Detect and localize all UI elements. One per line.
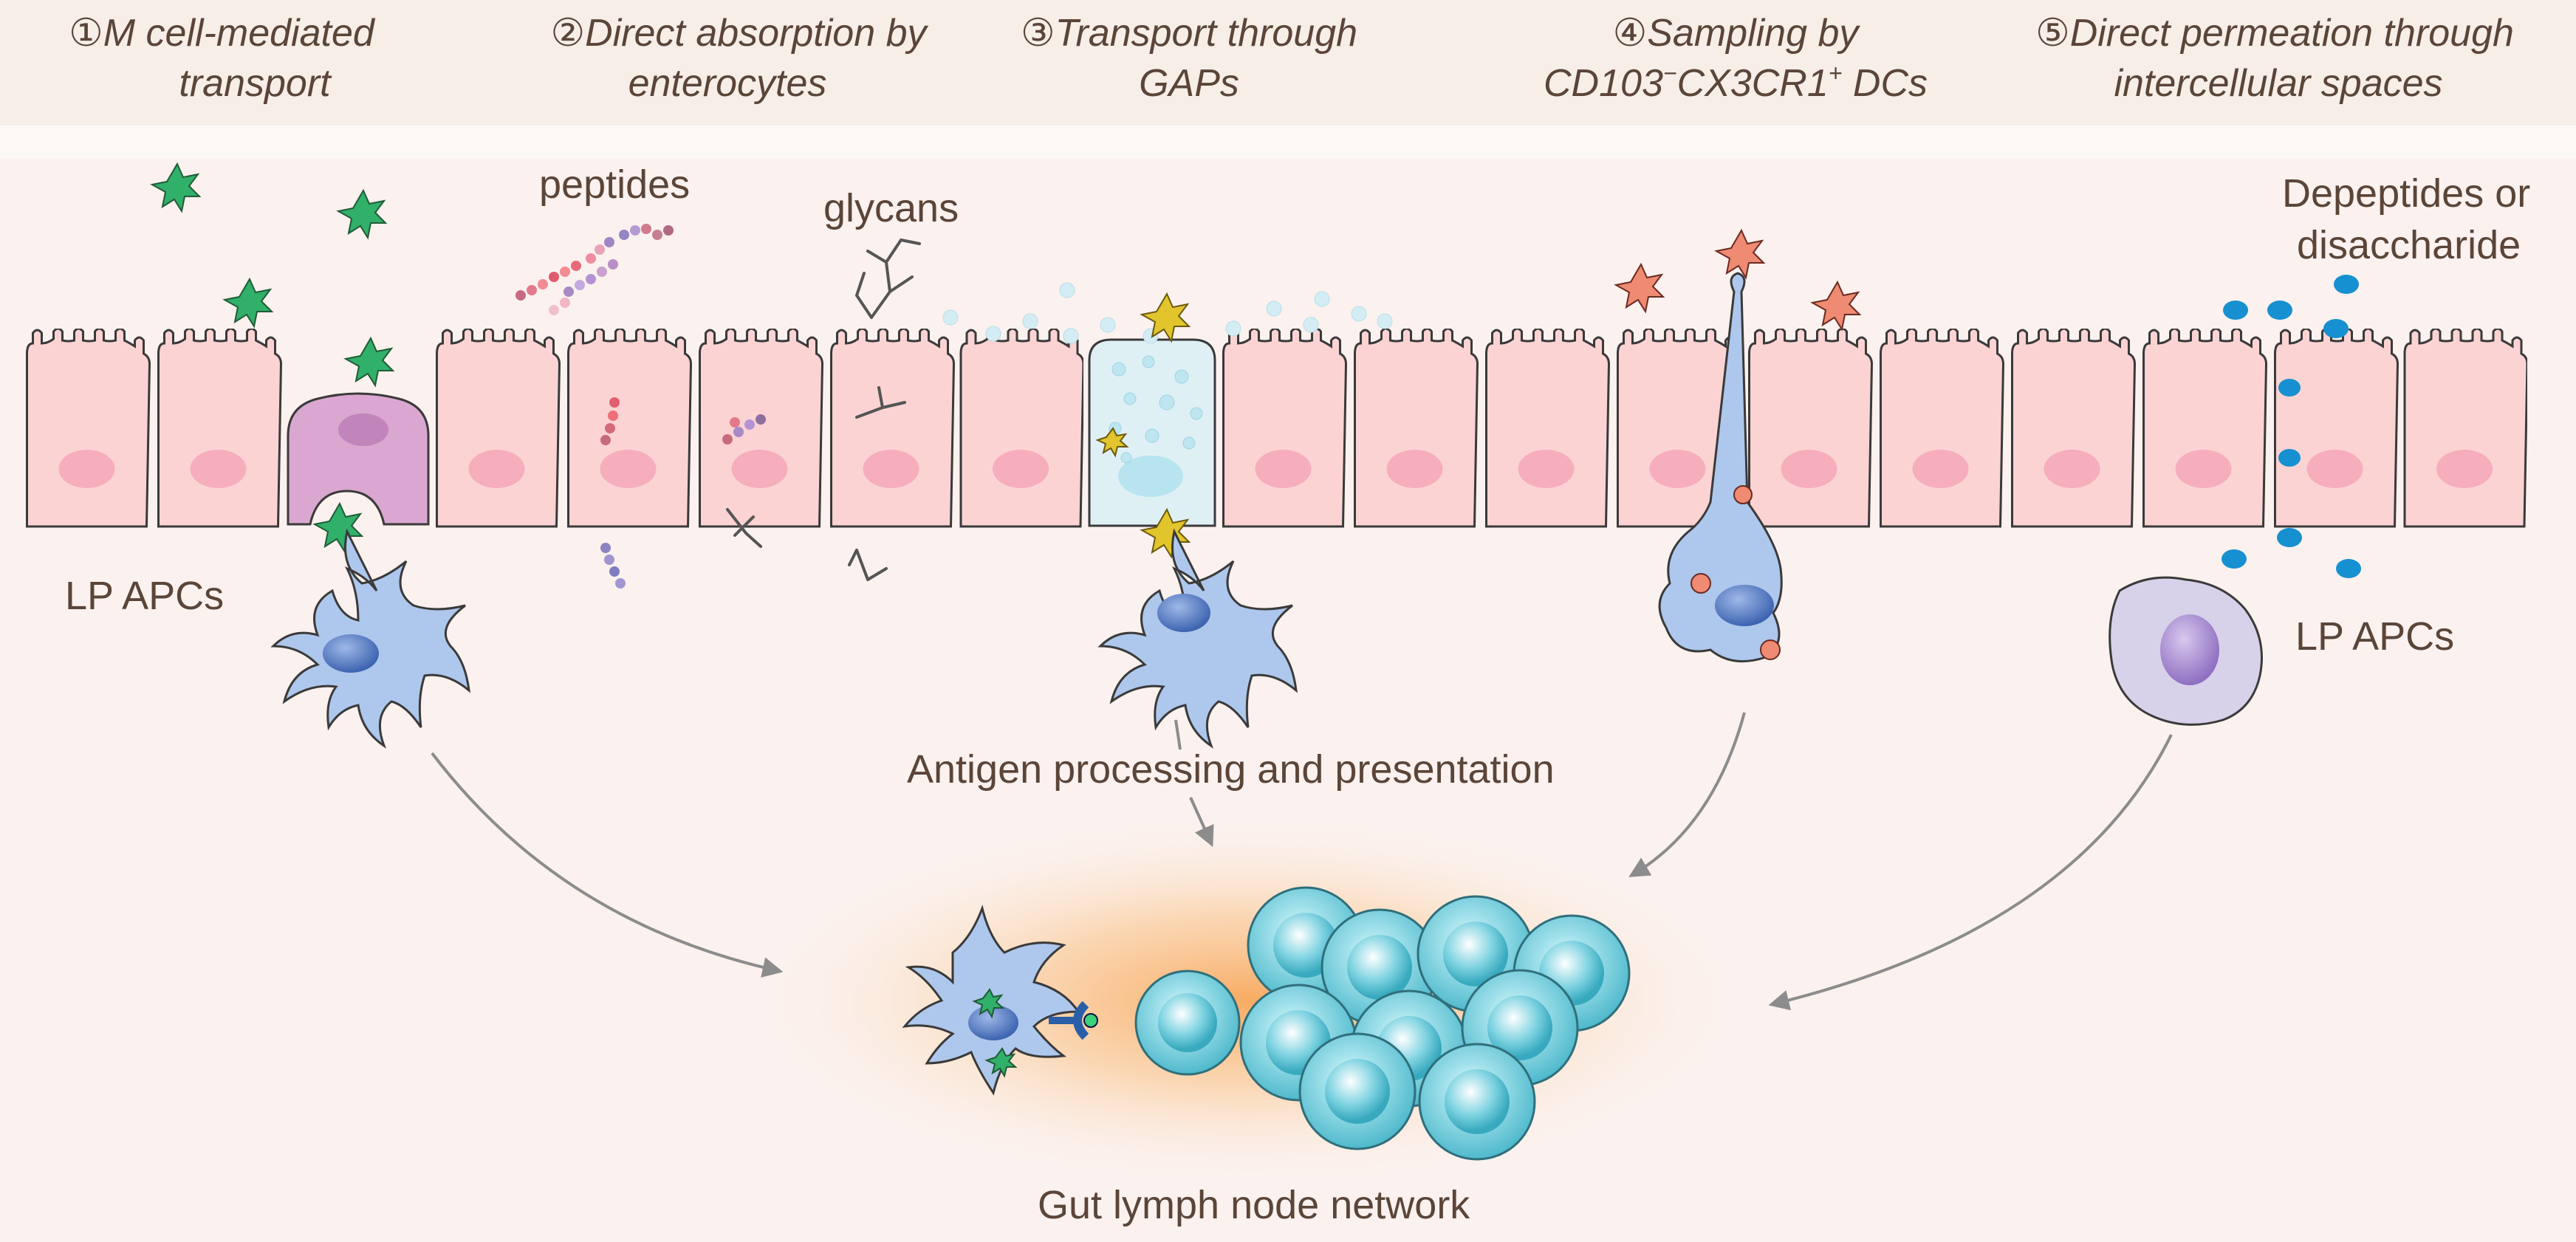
sampling-dc	[1658, 272, 1783, 663]
tcr-receptor	[1073, 1001, 1089, 1040]
molecule-dot	[2323, 319, 2349, 338]
route-2-subtitle: enterocytes	[628, 62, 827, 105]
route-2-title: ②Direct absorption by	[550, 11, 928, 55]
molecule-dot	[2336, 559, 2361, 578]
enterocyte	[1353, 329, 1479, 528]
lymphocytes	[1134, 886, 1631, 1161]
arrow-right	[1768, 734, 2173, 1011]
label-lymph-node: Gut lymph node network	[1038, 1183, 1470, 1227]
enterocyte	[2142, 329, 2268, 528]
route-5-title: ⑤Direct permeation through	[2035, 11, 2514, 55]
arrow-dc	[1628, 712, 1746, 877]
antigen-yellow	[1095, 427, 1129, 458]
antigen-yellow	[1140, 292, 1191, 343]
label-glycans: glycans	[823, 186, 959, 230]
route-5-subtitle: intercellular spaces	[2114, 62, 2442, 105]
arrow-center	[1174, 719, 1211, 843]
enterocyte	[2273, 329, 2399, 528]
enterocyte	[698, 329, 824, 528]
antigen-yellow	[1140, 507, 1191, 559]
molecule-dot	[2267, 301, 2292, 320]
dc-vesicle	[1760, 639, 1781, 660]
red-antigens	[1614, 228, 1862, 332]
enterocyte	[2010, 329, 2137, 528]
route-1-title: ①M cell-mediated	[69, 11, 376, 55]
molecule-dot	[2222, 549, 2247, 569]
antigen-green	[222, 277, 274, 329]
lymph-node-cluster	[902, 886, 1631, 1161]
luminal-droplets	[942, 282, 1393, 344]
molecule-dot	[2278, 449, 2301, 467]
lymph-dc	[902, 904, 1098, 1096]
label-antigen-processing: Antigen processing and presentation	[907, 747, 1555, 792]
enterocyte	[25, 329, 151, 528]
antigen-peptide	[1083, 1013, 1098, 1028]
lp-apc-left	[270, 528, 470, 749]
molecule-dot	[2277, 528, 2302, 547]
arrow-left	[431, 752, 784, 978]
enterocyte	[435, 329, 561, 528]
antigen-red	[1614, 262, 1665, 314]
enterocyte	[1879, 329, 2005, 528]
small-molecules	[2222, 275, 2361, 578]
route-3-subtitle: GAPs	[1139, 62, 1239, 105]
dc-vesicle	[1733, 485, 1753, 504]
m-cell-nucleus	[338, 414, 388, 446]
apc-nucleus	[323, 634, 379, 673]
antigen-green	[343, 336, 395, 388]
route-headers: ①M cell-mediated transport ②Direct absor…	[69, 11, 2514, 105]
antigen-green	[972, 988, 1005, 1019]
dc-nucleus	[1715, 585, 1774, 626]
label-lp-apcs-right: LP APCs	[2295, 614, 2454, 659]
enterocyte	[1747, 329, 1874, 528]
molecule-dot	[2278, 379, 2301, 397]
route-4-title: ④Sampling by	[1613, 11, 1861, 55]
molecule-dot	[2334, 275, 2359, 294]
lp-apc-center	[1097, 528, 1298, 749]
m-cell	[287, 392, 430, 526]
antigen-green	[150, 162, 202, 213]
macrophage	[2109, 576, 2263, 726]
epithelium	[25, 329, 2527, 528]
route-3-title: ③Transport through	[1021, 11, 1357, 55]
antigen-red	[1810, 280, 1862, 332]
enterocyte	[829, 329, 956, 528]
route-1-subtitle: transport	[179, 62, 332, 105]
antigen-green	[336, 188, 388, 240]
antigen-red	[1714, 228, 1766, 280]
goblet-nucleus	[1118, 456, 1183, 497]
label-peptides: peptides	[539, 162, 690, 207]
green-antigens	[150, 162, 395, 553]
label-small-molecules-2: disaccharide	[2297, 223, 2521, 267]
enterocyte	[959, 329, 1083, 528]
mucin-granules	[1109, 355, 1203, 464]
antigen-green	[984, 1047, 1018, 1078]
peptides	[515, 224, 766, 589]
dc-vesicle	[1690, 573, 1711, 594]
enterocyte	[1222, 329, 1348, 528]
antigen-green	[312, 501, 364, 553]
flow-arrows	[431, 712, 2173, 1011]
label-lp-apcs-left: LP APCs	[65, 574, 224, 618]
enterocyte	[157, 329, 283, 528]
glycans	[726, 239, 921, 581]
macrophage-nucleus	[2160, 614, 2219, 685]
header-band	[0, 0, 2576, 126]
route-4-subtitle: CD103−CX3CR1+ DCs	[1544, 60, 1928, 105]
dc-sampling-dendrite	[1658, 272, 1783, 663]
enterocyte	[1484, 329, 1611, 528]
molecule-dot	[2223, 301, 2248, 320]
yellow-antigens	[1095, 292, 1191, 559]
enterocyte	[566, 329, 693, 528]
apc-nucleus	[1157, 594, 1210, 632]
label-small-molecules-1: Depeptides or	[2282, 171, 2530, 216]
enterocyte	[2403, 329, 2527, 528]
